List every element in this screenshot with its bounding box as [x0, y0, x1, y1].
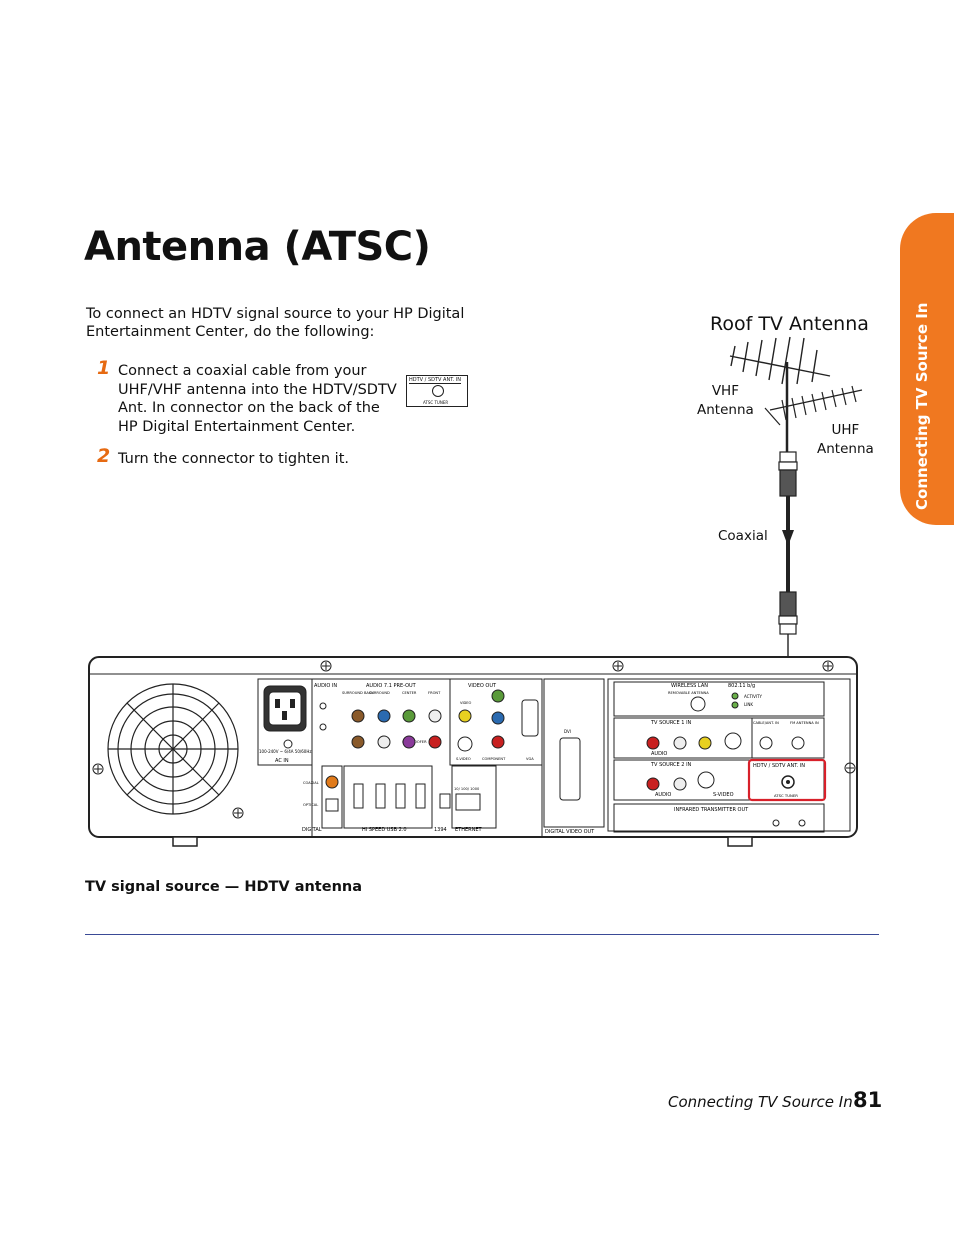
svg-text:AC IN: AC IN: [275, 758, 289, 764]
svg-text:DIGITAL VIDEO OUT: DIGITAL VIDEO OUT: [545, 829, 595, 835]
svg-text:VIDEO: VIDEO: [460, 701, 472, 705]
svg-text:TV SOURCE 2 IN: TV SOURCE 2 IN: [650, 762, 692, 768]
vhf-label: VHF Antenna: [697, 383, 754, 418]
screw-icon: [320, 660, 332, 672]
screw-icon: [822, 660, 834, 672]
fan-grille-icon: [107, 683, 239, 815]
step-text: Connect a coaxial cable from your UHF/VH…: [118, 363, 397, 435]
svg-text:WIRELESS LAN: WIRELESS LAN: [671, 683, 708, 689]
screw-icon: [232, 807, 244, 819]
svg-text:COAXIAL: COAXIAL: [303, 781, 319, 785]
svg-text:LINK: LINK: [744, 702, 753, 707]
svg-text:FM ANTENNA IN: FM ANTENNA IN: [790, 721, 819, 725]
section-tab: [900, 213, 954, 525]
svg-text:COMPONENT: COMPONENT: [482, 757, 506, 761]
vhf-antenna-icon: [729, 336, 831, 385]
svg-text:CENTER: CENTER: [402, 691, 417, 695]
svg-text:S-VIDEO: S-VIDEO: [456, 757, 471, 761]
footer-section: Connecting TV Source In: [668, 1093, 853, 1111]
svg-text:10/ 100/ 1000: 10/ 100/ 1000: [454, 787, 480, 791]
step-number: 2: [97, 445, 111, 467]
connector-label: HDTV / SDTV ANT. IN: [409, 377, 462, 384]
connector-sub-label: ATSC TUNER: [423, 400, 449, 405]
divider: [85, 934, 879, 935]
connector-thumbnail: HDTV / SDTV ANT. IN ATSC TUNER: [406, 375, 468, 407]
svg-text:100-240V ~ 6/4A 50/60Hz: 100-240V ~ 6/4A 50/60Hz: [259, 749, 311, 754]
step-number: 1: [97, 357, 111, 379]
svg-text:INFRARED TRANSMITTER OUT: INFRARED TRANSMITTER OUT: [674, 807, 749, 813]
svg-text:1394: 1394: [434, 827, 447, 833]
page-number: 81: [853, 1088, 883, 1112]
hdtv-connector-highlight: [747, 758, 827, 802]
svg-text:DIGITAL: DIGITAL: [302, 827, 322, 833]
step-text: Turn the connector to tighten it.: [118, 451, 350, 467]
coaxial-label: Coaxial: [718, 528, 768, 544]
uhf-label: UHF Antenna: [817, 422, 874, 457]
uhf-antenna-icon: [764, 385, 863, 426]
screw-icon: [612, 660, 624, 672]
svg-text:S-VIDEO: S-VIDEO: [713, 792, 734, 798]
svg-text:TV SOURCE 1 IN: TV SOURCE 1 IN: [650, 720, 692, 726]
screw-icon: [92, 763, 104, 775]
svg-text:DVI: DVI: [564, 729, 571, 734]
svg-text:HI SPEED USB 2.0: HI SPEED USB 2.0: [362, 827, 407, 833]
svg-text:FRONT: FRONT: [428, 691, 441, 695]
figure-caption: TV signal source — HDTV antenna: [85, 879, 362, 895]
intro-text: To connect an HDTV signal source to your…: [86, 306, 465, 340]
page-title: Antenna (ATSC): [84, 224, 431, 270]
coax-jack-icon: [432, 385, 444, 397]
svg-text:AUDIO IN: AUDIO IN: [314, 683, 337, 689]
svg-text:ACTIVITY: ACTIVITY: [744, 694, 762, 699]
svg-text:802.11 b/g: 802.11 b/g: [728, 683, 755, 689]
svg-text:AUDIO 7.1 PRE-OUT: AUDIO 7.1 PRE-OUT: [366, 683, 417, 689]
svg-text:ETHERNET: ETHERNET: [455, 827, 483, 833]
svg-text:AUDIO: AUDIO: [655, 792, 671, 798]
svg-text:VIDEO OUT: VIDEO OUT: [468, 683, 497, 689]
svg-text:VGA: VGA: [526, 757, 534, 761]
svg-text:SURROUND: SURROUND: [369, 691, 390, 695]
svg-text:HDTV / SDTV ANT. IN: HDTV / SDTV ANT. IN: [753, 763, 805, 769]
svg-text:ATSC TUNER: ATSC TUNER: [774, 793, 798, 798]
svg-text:OPTICAL: OPTICAL: [303, 803, 318, 807]
svg-text:CABLE/ANT. IN: CABLE/ANT. IN: [753, 721, 779, 725]
svg-text:REMOVABLE ANTENNA: REMOVABLE ANTENNA: [668, 691, 709, 695]
svg-text:AUDIO: AUDIO: [651, 751, 667, 757]
back-panel: 100-240V ~ 6/4A 50/60Hz AC IN AUDIO IN A…: [88, 656, 858, 847]
svg-text:SURROUND BACK: SURROUND BACK: [342, 691, 374, 695]
figure-title: Roof TV Antenna: [710, 313, 869, 335]
